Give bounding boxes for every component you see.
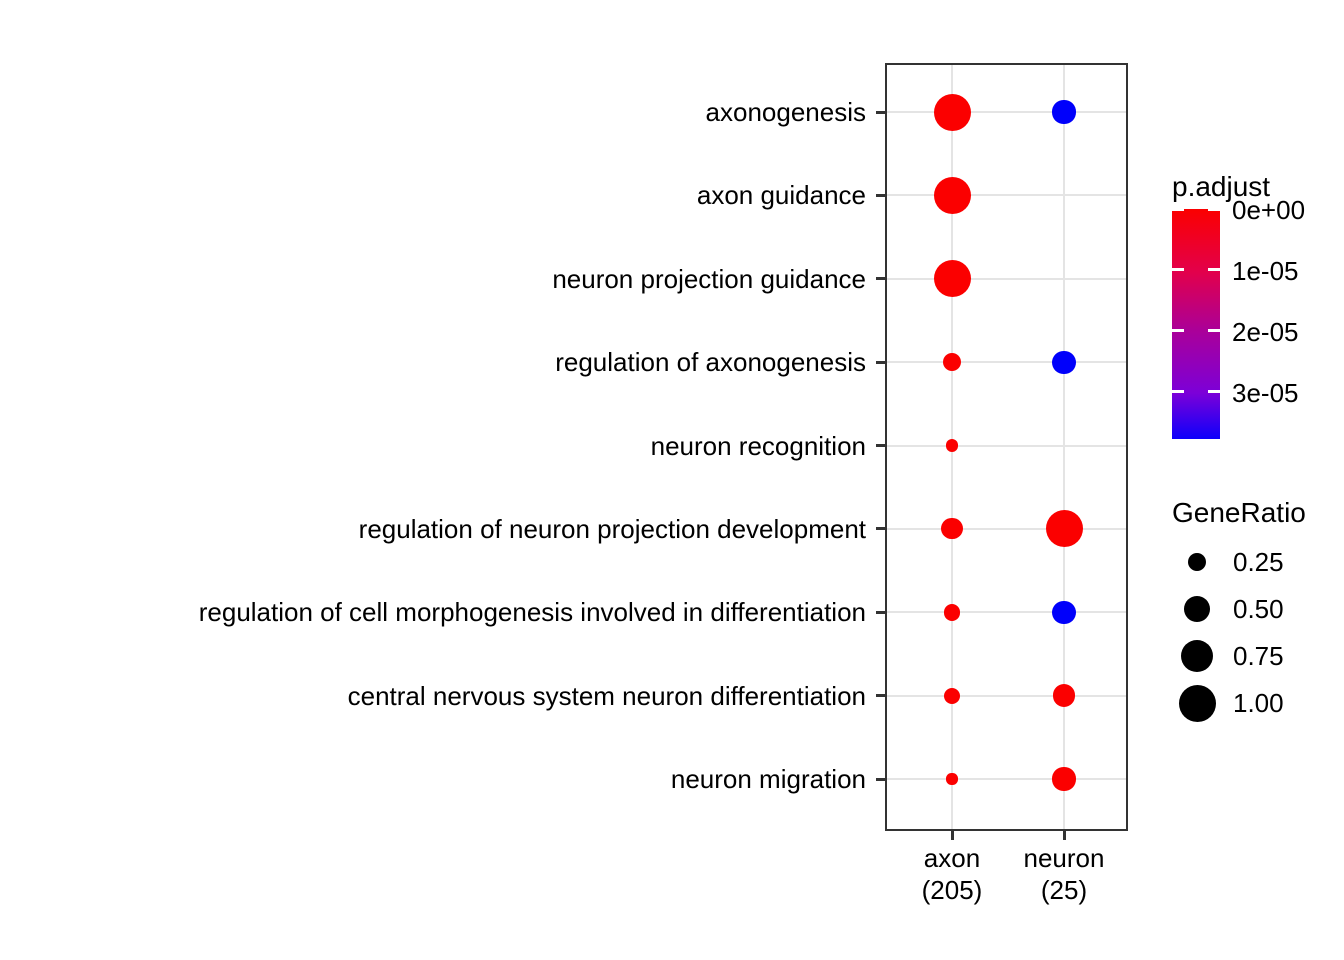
y-axis-tick bbox=[876, 694, 885, 698]
y-axis-label: regulation of neuron projection developm… bbox=[358, 513, 866, 544]
x-axis-label-count: (25) bbox=[1040, 875, 1088, 905]
size-legend-label: 0.50 bbox=[1233, 594, 1284, 624]
colorbar-tick bbox=[1208, 390, 1220, 394]
gridline-horizontal bbox=[885, 361, 1128, 364]
size-legend-dot bbox=[1184, 596, 1210, 622]
panel-border bbox=[885, 63, 1128, 831]
size-legend-label: 1.00 bbox=[1233, 688, 1284, 718]
data-point-dot bbox=[945, 439, 959, 452]
colorbar-tick bbox=[1172, 268, 1184, 272]
data-point-dot bbox=[1052, 100, 1076, 124]
y-axis-label: neuron projection guidance bbox=[552, 263, 866, 294]
size-legend-label: 0.75 bbox=[1233, 641, 1284, 671]
y-axis-tick bbox=[876, 610, 885, 614]
x-axis-tick bbox=[1062, 831, 1066, 840]
gridline-horizontal bbox=[885, 111, 1128, 113]
plot-panel bbox=[885, 63, 1128, 831]
y-axis-tick bbox=[876, 360, 885, 364]
data-point-dot bbox=[946, 773, 958, 785]
x-axis-label-count: (205) bbox=[921, 875, 983, 905]
data-point-dot bbox=[944, 687, 960, 704]
colorbar-tick bbox=[1172, 207, 1184, 211]
colorbar-tick bbox=[1208, 207, 1220, 211]
colorbar-gradient bbox=[1172, 209, 1220, 439]
gridline-horizontal bbox=[885, 611, 1128, 614]
data-point-dot bbox=[933, 260, 971, 298]
y-axis-label: axon guidance bbox=[696, 180, 866, 211]
data-point-dot bbox=[1052, 767, 1076, 791]
y-axis-tick bbox=[876, 527, 885, 531]
colorbar-tick bbox=[1208, 329, 1220, 333]
size-legend-title: GeneRatio bbox=[1172, 497, 1306, 528]
y-axis-label: regulation of cell morphogenesis involve… bbox=[198, 597, 866, 628]
data-point-dot bbox=[933, 93, 971, 131]
data-point-dot bbox=[1052, 684, 1076, 707]
data-point-dot bbox=[1045, 510, 1083, 548]
size-legend-label: 0.25 bbox=[1233, 547, 1284, 577]
x-axis-label-name: neuron bbox=[1023, 843, 1105, 873]
data-point-dot bbox=[1052, 350, 1076, 374]
data-point-dot bbox=[943, 603, 961, 621]
y-axis-tick bbox=[876, 777, 885, 781]
gridline-horizontal bbox=[885, 444, 1128, 447]
x-axis-label-name: axon bbox=[923, 843, 981, 873]
y-axis-label: regulation of axonogenesis bbox=[555, 347, 866, 378]
x-axis-label: neuron(25) bbox=[984, 842, 1144, 906]
colorbar-tick-label: 3e-05 bbox=[1232, 377, 1299, 408]
colorbar-tick-label: 1e-05 bbox=[1232, 255, 1299, 286]
gridline-horizontal bbox=[885, 527, 1128, 530]
gridline-vertical bbox=[1063, 63, 1065, 831]
y-axis-tick bbox=[876, 110, 885, 114]
size-legend-dot bbox=[1178, 684, 1216, 722]
colorbar-tick-label: 0e+00 bbox=[1232, 195, 1306, 225]
size-legend-dot bbox=[1181, 640, 1213, 672]
y-axis-label: axonogenesis bbox=[705, 97, 866, 127]
y-axis-tick bbox=[876, 444, 885, 447]
y-axis-label: neuron recognition bbox=[650, 430, 866, 461]
data-point-dot bbox=[943, 353, 961, 372]
color-legend-title: p.adjust bbox=[1172, 171, 1271, 202]
colorbar-tick bbox=[1172, 390, 1184, 394]
data-point-dot bbox=[1052, 600, 1076, 624]
colorbar-tick bbox=[1208, 268, 1220, 272]
x-axis-tick bbox=[950, 831, 954, 840]
size-legend-dot bbox=[1188, 553, 1206, 571]
gridline-horizontal bbox=[885, 778, 1128, 780]
data-point-dot bbox=[941, 518, 963, 540]
y-axis-label: central nervous system neuron differenti… bbox=[347, 680, 866, 711]
x-axis-label: axon(205) bbox=[872, 842, 1032, 906]
data-point-dot bbox=[933, 176, 971, 214]
y-axis-label: neuron migration bbox=[670, 764, 866, 794]
gridline-horizontal bbox=[885, 194, 1128, 197]
y-axis-tick bbox=[876, 193, 885, 197]
gridline-horizontal bbox=[885, 277, 1128, 280]
colorbar-tick bbox=[1172, 329, 1184, 333]
y-axis-tick bbox=[876, 277, 885, 281]
gridline-horizontal bbox=[885, 694, 1128, 697]
colorbar-tick-label: 2e-05 bbox=[1232, 316, 1299, 347]
